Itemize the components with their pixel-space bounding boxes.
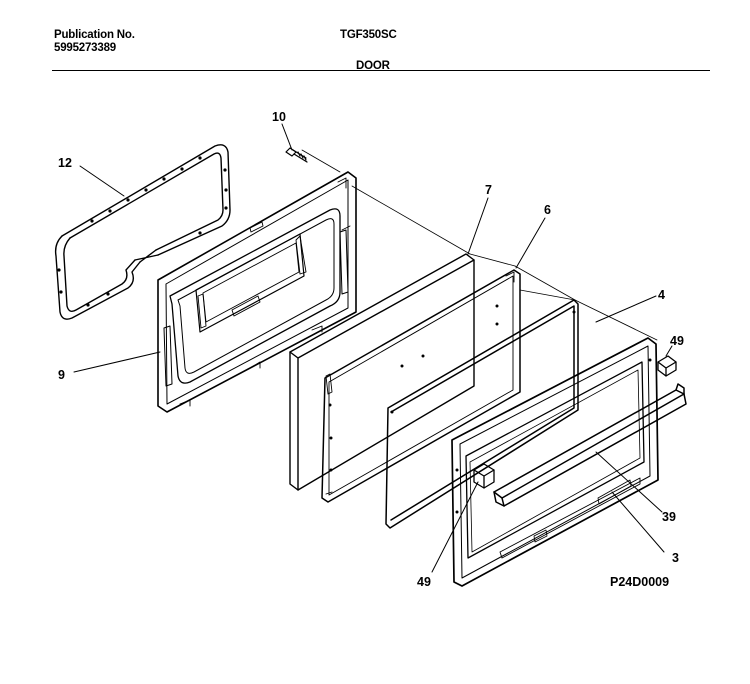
leader-lines <box>73 123 673 573</box>
publication-label: Publication No. <box>54 29 135 41</box>
header-rule <box>52 70 710 71</box>
callout-10: 10 <box>272 110 286 124</box>
door-handle <box>493 383 687 507</box>
handle-end-cap-left <box>473 463 495 489</box>
section-title: DOOR <box>356 60 390 72</box>
callout-3: 3 <box>672 551 679 565</box>
callout-12: 12 <box>58 156 72 170</box>
panel-holes <box>328 304 499 472</box>
glass-holes <box>390 310 576 414</box>
outer-door-frame <box>451 337 659 587</box>
handle-end-cap-right <box>657 355 677 377</box>
callout-49-right: 49 <box>670 334 684 348</box>
callout-39: 39 <box>662 510 676 524</box>
door-panel <box>321 269 521 503</box>
screw <box>285 147 308 163</box>
callout-9: 9 <box>58 368 65 382</box>
callout-4: 4 <box>658 288 665 302</box>
frame-holes <box>455 358 652 514</box>
model-number: TGF350SC <box>340 29 397 41</box>
insulation-pad <box>289 253 475 491</box>
gasket-clips <box>57 156 228 307</box>
explode-guide-lines <box>301 149 658 341</box>
inner-door-liner <box>157 171 357 413</box>
door-glass <box>385 299 579 529</box>
callout-7: 7 <box>485 183 492 197</box>
callout-6: 6 <box>544 203 551 217</box>
figure-code: P24D0009 <box>610 575 669 589</box>
door-gasket <box>54 144 231 320</box>
publication-number: 5995273389 <box>54 42 116 54</box>
callout-49-left: 49 <box>417 575 431 589</box>
